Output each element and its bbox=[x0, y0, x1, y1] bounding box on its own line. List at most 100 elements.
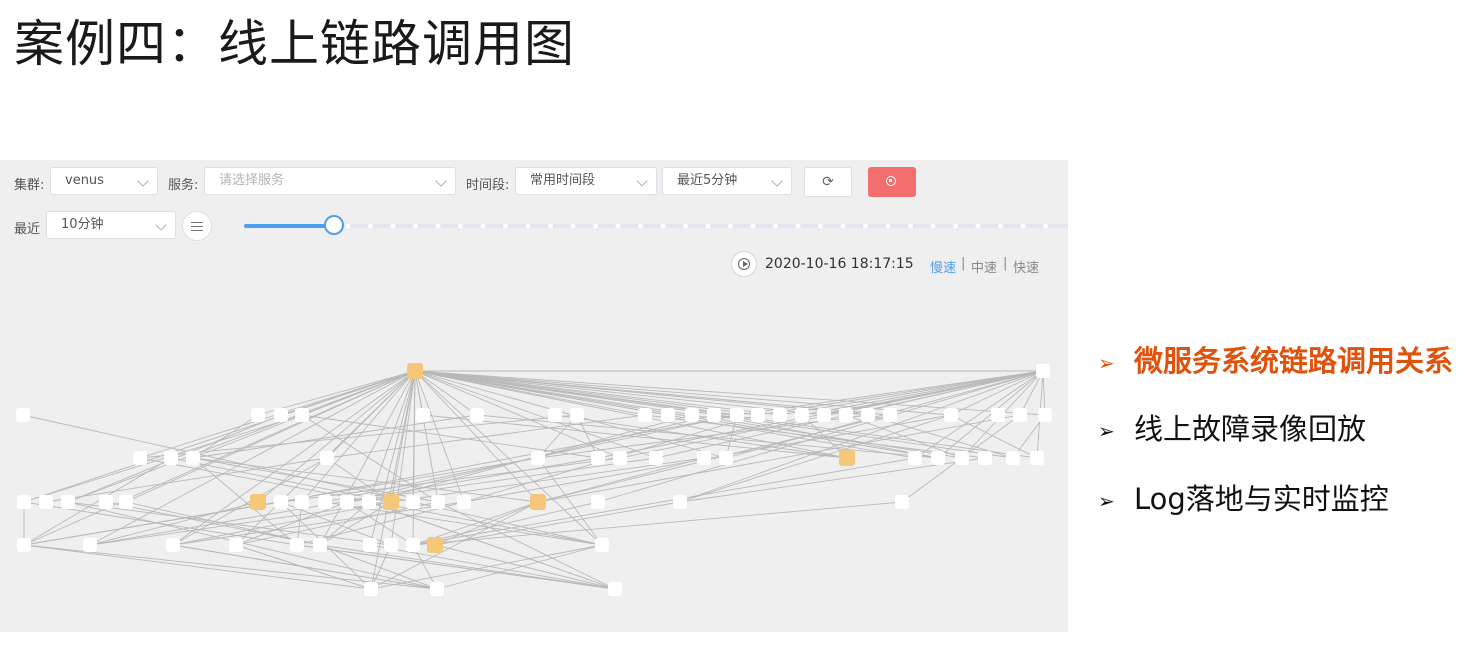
service-node[interactable] bbox=[1013, 408, 1027, 422]
service-node[interactable] bbox=[991, 408, 1005, 422]
service-node[interactable] bbox=[839, 408, 853, 422]
service-node[interactable] bbox=[430, 582, 444, 596]
call-edge bbox=[845, 414, 963, 459]
service-node[interactable] bbox=[295, 408, 309, 422]
service-node[interactable] bbox=[649, 451, 663, 465]
service-node[interactable] bbox=[955, 451, 969, 465]
service-node[interactable] bbox=[1030, 451, 1044, 465]
timeline-handle[interactable] bbox=[324, 215, 344, 235]
service-node[interactable] bbox=[363, 538, 377, 552]
filter-button[interactable] bbox=[182, 211, 212, 241]
call-edge bbox=[192, 457, 539, 503]
refresh-button[interactable]: ⟳ bbox=[804, 167, 852, 197]
service-node[interactable] bbox=[817, 408, 831, 422]
service-node[interactable] bbox=[895, 495, 909, 509]
service-node[interactable] bbox=[39, 495, 53, 509]
service-node[interactable] bbox=[795, 408, 809, 422]
speed-slow[interactable]: 慢速 bbox=[930, 261, 957, 276]
call-edge bbox=[537, 457, 705, 503]
service-node[interactable] bbox=[166, 538, 180, 552]
service-node[interactable] bbox=[340, 495, 354, 509]
service-node[interactable] bbox=[318, 495, 332, 509]
service-node[interactable] bbox=[99, 495, 113, 509]
service-node[interactable] bbox=[457, 495, 471, 509]
service-node[interactable] bbox=[613, 451, 627, 465]
service-node[interactable] bbox=[548, 408, 562, 422]
service-node[interactable] bbox=[406, 495, 420, 509]
service-node-highlighted[interactable] bbox=[530, 494, 546, 510]
call-edge bbox=[172, 501, 392, 546]
service-node-highlighted[interactable] bbox=[250, 494, 266, 510]
service-node[interactable] bbox=[290, 538, 304, 552]
speed-medium[interactable]: 中速 bbox=[971, 261, 998, 276]
service-node[interactable] bbox=[638, 408, 652, 422]
service-node[interactable] bbox=[730, 408, 744, 422]
service-select[interactable]: 请选择服务 bbox=[204, 167, 456, 195]
service-node[interactable] bbox=[608, 582, 622, 596]
service-node[interactable] bbox=[61, 495, 75, 509]
timeline-track[interactable] bbox=[244, 224, 1068, 228]
recent-select[interactable]: 10分钟 bbox=[46, 211, 176, 239]
service-node[interactable] bbox=[673, 495, 687, 509]
service-node[interactable] bbox=[384, 538, 398, 552]
service-node[interactable] bbox=[570, 408, 584, 422]
service-node[interactable] bbox=[295, 495, 309, 509]
stop-button[interactable] bbox=[868, 167, 916, 197]
service-node[interactable] bbox=[186, 451, 200, 465]
service-node[interactable] bbox=[883, 408, 897, 422]
service-node-highlighted[interactable] bbox=[407, 363, 423, 379]
cluster-select[interactable]: venus bbox=[50, 167, 158, 195]
service-node[interactable] bbox=[17, 538, 31, 552]
service-node[interactable] bbox=[1006, 451, 1020, 465]
service-node[interactable] bbox=[431, 495, 445, 509]
service-node-highlighted[interactable] bbox=[383, 494, 399, 510]
service-node[interactable] bbox=[685, 408, 699, 422]
service-node[interactable] bbox=[1036, 364, 1050, 378]
service-node[interactable] bbox=[751, 408, 765, 422]
service-node[interactable] bbox=[773, 408, 787, 422]
service-node[interactable] bbox=[719, 451, 733, 465]
service-call-graph[interactable] bbox=[0, 160, 1068, 632]
service-node[interactable] bbox=[531, 451, 545, 465]
service-node[interactable] bbox=[229, 538, 243, 552]
play-button[interactable] bbox=[731, 251, 757, 277]
range-select[interactable]: 最近5分钟 bbox=[662, 167, 792, 195]
service-node[interactable] bbox=[944, 408, 958, 422]
call-edge bbox=[414, 370, 439, 503]
call-edge bbox=[67, 501, 438, 590]
service-node[interactable] bbox=[251, 408, 265, 422]
service-node[interactable] bbox=[274, 408, 288, 422]
service-node[interactable] bbox=[406, 538, 420, 552]
call-edge bbox=[23, 370, 416, 503]
service-node[interactable] bbox=[164, 451, 178, 465]
service-node[interactable] bbox=[908, 451, 922, 465]
service-node-highlighted[interactable] bbox=[839, 450, 855, 466]
service-node[interactable] bbox=[595, 538, 609, 552]
service-node[interactable] bbox=[707, 408, 721, 422]
service-node[interactable] bbox=[697, 451, 711, 465]
service-node[interactable] bbox=[1038, 408, 1052, 422]
call-edge bbox=[537, 414, 891, 503]
service-node[interactable] bbox=[17, 495, 31, 509]
service-node[interactable] bbox=[119, 495, 133, 509]
service-node-highlighted[interactable] bbox=[427, 537, 443, 553]
speed-fast[interactable]: 快速 bbox=[1013, 261, 1040, 276]
service-node[interactable] bbox=[591, 495, 605, 509]
service-node[interactable] bbox=[978, 451, 992, 465]
service-node[interactable] bbox=[470, 408, 484, 422]
period-select[interactable]: 常用时间段 bbox=[515, 167, 657, 195]
service-node[interactable] bbox=[313, 538, 327, 552]
service-node[interactable] bbox=[416, 408, 430, 422]
service-node[interactable] bbox=[661, 408, 675, 422]
service-node[interactable] bbox=[364, 582, 378, 596]
service-node[interactable] bbox=[83, 538, 97, 552]
service-node[interactable] bbox=[861, 408, 875, 422]
call-edge bbox=[414, 370, 465, 503]
service-node[interactable] bbox=[591, 451, 605, 465]
service-node[interactable] bbox=[931, 451, 945, 465]
service-node[interactable] bbox=[274, 495, 288, 509]
service-node[interactable] bbox=[320, 451, 334, 465]
service-node[interactable] bbox=[16, 408, 30, 422]
service-node[interactable] bbox=[133, 451, 147, 465]
service-node[interactable] bbox=[362, 495, 376, 509]
